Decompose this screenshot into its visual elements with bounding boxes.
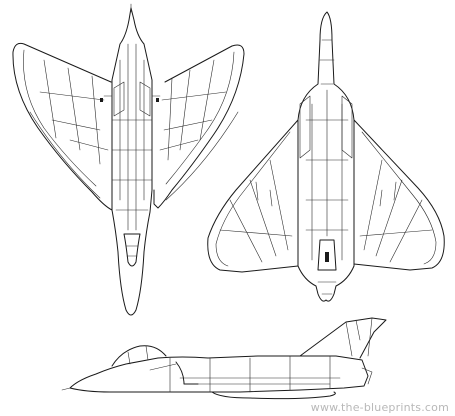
side-view-exhaust xyxy=(361,367,373,385)
side-view-wing-root xyxy=(149,363,341,385)
side-view-rudder xyxy=(345,317,373,357)
bottom-view-gear-wheel xyxy=(325,252,329,262)
side-view-intake xyxy=(175,361,199,385)
bottom-view-right-pylons xyxy=(379,181,397,207)
bottom-view-right-wing-inner xyxy=(361,131,437,265)
top-view-right-wing-inner xyxy=(165,51,235,185)
bottom-view-left-wing-inner xyxy=(215,131,291,267)
side-view-fuselage xyxy=(69,355,369,393)
top-view xyxy=(12,3,245,316)
top-view-canopy-frame xyxy=(125,245,139,257)
bottom-view-right-wing xyxy=(353,119,445,271)
side-view xyxy=(61,317,387,400)
top-view-panel-lines xyxy=(103,95,161,211)
top-view-marker-left xyxy=(100,98,103,102)
bottom-view-intake-ducts xyxy=(299,95,353,159)
side-view-panel-lines xyxy=(169,355,331,393)
top-view-marker-right xyxy=(156,98,159,102)
top-view-right-wing xyxy=(153,44,245,209)
bottom-view-right-panels xyxy=(359,159,433,263)
bottom-view-tail-cone xyxy=(317,281,337,295)
side-view-canopy xyxy=(111,345,167,367)
watermark-text: www.the-blueprints.com xyxy=(310,401,449,414)
bottom-view-left-wing xyxy=(207,119,299,273)
bottom-view-gear-bay xyxy=(317,239,337,271)
bottom-view-left-panels xyxy=(219,159,293,263)
side-view-vertical-tail xyxy=(299,317,387,359)
top-view-intakes xyxy=(113,81,151,117)
top-view-spine xyxy=(119,43,145,231)
top-view-right-elevon xyxy=(165,111,239,201)
top-view-fuselage xyxy=(111,7,153,316)
side-view-canopy-frame xyxy=(127,345,149,365)
top-view-left-wing-inner xyxy=(23,49,97,187)
bottom-view-nose-detail xyxy=(319,39,335,85)
top-view-left-flap xyxy=(39,59,109,165)
bottom-view xyxy=(207,11,445,302)
top-view-left-wing xyxy=(12,42,118,211)
top-view-canopy xyxy=(123,233,141,267)
side-view-drop-tank xyxy=(211,391,336,400)
top-view-left-elevon xyxy=(29,111,101,199)
bottom-view-left-pylons xyxy=(255,181,273,207)
side-view-nose-tip xyxy=(61,387,71,391)
top-view-right-flap xyxy=(159,59,227,161)
